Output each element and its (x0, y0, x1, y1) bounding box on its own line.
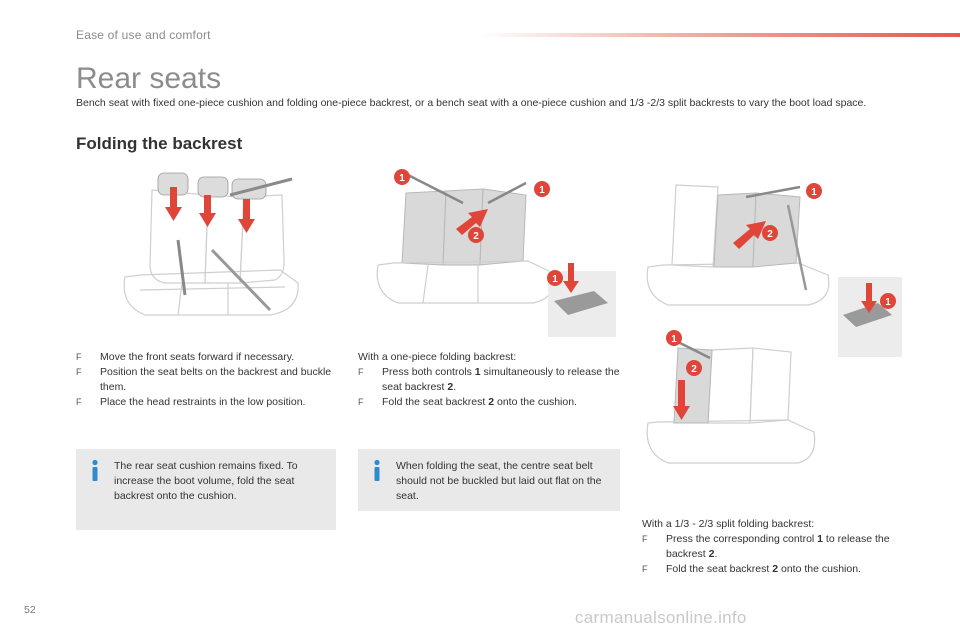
callout-badge-icon: 1 2 (762, 183, 822, 241)
seat-release-control-icon: 1 (547, 263, 616, 337)
callout-badge-icon: 1 2 (666, 330, 702, 376)
info-text: The rear seat cushion remains fixed. To … (114, 460, 298, 502)
bullet-glyph: F (642, 564, 648, 574)
svg-text:1: 1 (552, 274, 558, 285)
info-icon (374, 459, 380, 481)
watermark: carmanualsonline.info (575, 608, 747, 627)
svg-text:1: 1 (811, 187, 817, 198)
bullet-glyph: F (76, 397, 82, 407)
info-box-centre-belt: When folding the seat, the centre seat b… (358, 449, 620, 511)
down-arrow-icon (456, 209, 488, 235)
steps-split-backrest: With a 1/3 - 2/3 split folding backrest:… (642, 517, 912, 577)
illustration-head-restraints-lowered (110, 165, 310, 340)
lead-text: With a one-piece folding backrest: (358, 351, 517, 363)
seat-release-control-icon: 1 (838, 277, 902, 357)
bullet-glyph: F (358, 397, 364, 407)
header-accent-bar (480, 33, 960, 37)
down-arrow-icon (165, 187, 255, 233)
lead-text: With a 1/3 - 2/3 split folding backrest: (642, 518, 815, 530)
svg-text:2: 2 (473, 231, 479, 242)
illustration-split-backrest-one-third: 1 2 (638, 328, 818, 478)
svg-text:2: 2 (767, 229, 773, 240)
intro-paragraph: Bench seat with fixed one-piece cushion … (76, 97, 867, 109)
illustration-split-backrest-two-thirds: 1 2 1 (638, 165, 903, 360)
info-text: When folding the seat, the centre seat b… (396, 460, 602, 502)
bullet-glyph: F (76, 367, 82, 377)
section-title: Folding the backrest (76, 134, 243, 153)
running-header: Ease of use and comfort (76, 28, 211, 42)
svg-text:2: 2 (691, 364, 697, 375)
info-box-cushion-fixed: The rear seat cushion remains fixed. To … (76, 449, 336, 530)
bullet-glyph: F (76, 352, 82, 362)
page-number: 52 (24, 604, 36, 616)
info-icon (92, 459, 98, 481)
down-arrow-icon (673, 380, 690, 420)
svg-text:1: 1 (885, 297, 891, 308)
down-arrow-icon (733, 221, 766, 249)
svg-text:1: 1 (399, 173, 405, 184)
callout-badge-icon: 1 1 2 (394, 169, 550, 243)
page-title: Rear seats (76, 62, 222, 95)
bullet-glyph: F (358, 367, 364, 377)
svg-text:1: 1 (671, 334, 677, 345)
svg-text:1: 1 (539, 185, 545, 196)
bullet-glyph: F (642, 534, 648, 544)
illustration-one-piece-backrest: 1 1 2 1 (368, 163, 618, 343)
